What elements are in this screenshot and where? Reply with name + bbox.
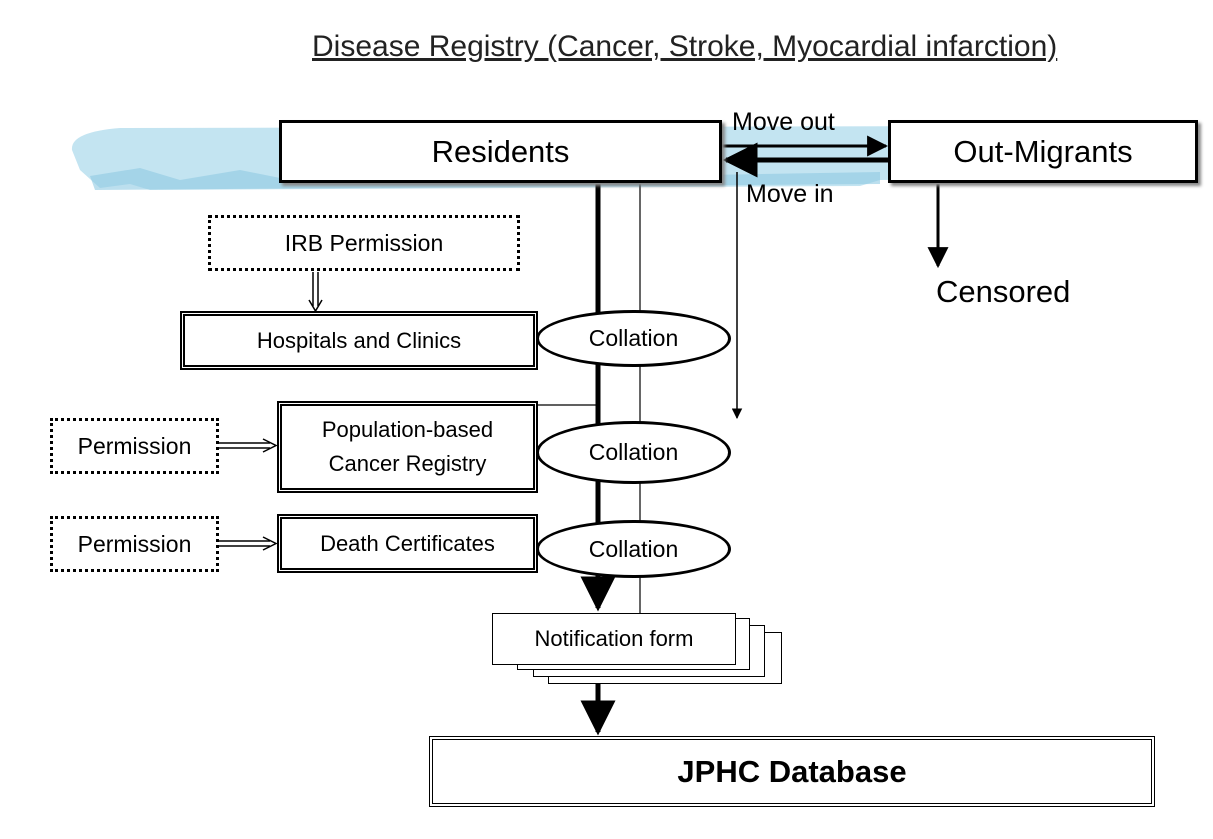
death-certificates-box: Death Certificates bbox=[277, 514, 538, 573]
move-out-label: Move out bbox=[732, 108, 835, 136]
permission-arrow-2 bbox=[262, 536, 278, 551]
diagram-title: Disease Registry (Cancer, Stroke, Myocar… bbox=[312, 30, 1058, 63]
permission-box-2: Permission bbox=[50, 516, 219, 572]
out-migrants-box: Out-Migrants bbox=[888, 120, 1198, 183]
irb-permission-box: IRB Permission bbox=[208, 215, 520, 271]
censored-label: Censored bbox=[936, 274, 1071, 309]
collation-ellipse-2: Collation bbox=[536, 421, 731, 484]
irb-arrow bbox=[308, 299, 323, 313]
residents-box: Residents bbox=[279, 120, 722, 183]
population-registry-box: Population-based Cancer Registry bbox=[277, 401, 538, 493]
hospitals-box: Hospitals and Clinics bbox=[180, 311, 538, 370]
permission-arrow-1 bbox=[262, 438, 278, 453]
collation-ellipse-3: Collation bbox=[536, 520, 731, 578]
permission-box-1: Permission bbox=[50, 418, 219, 474]
notification-form-box: Notification form bbox=[492, 613, 736, 665]
move-in-label: Move in bbox=[746, 180, 834, 208]
jphc-database-box: JPHC Database bbox=[429, 736, 1155, 807]
collation-ellipse-1: Collation bbox=[536, 310, 731, 367]
